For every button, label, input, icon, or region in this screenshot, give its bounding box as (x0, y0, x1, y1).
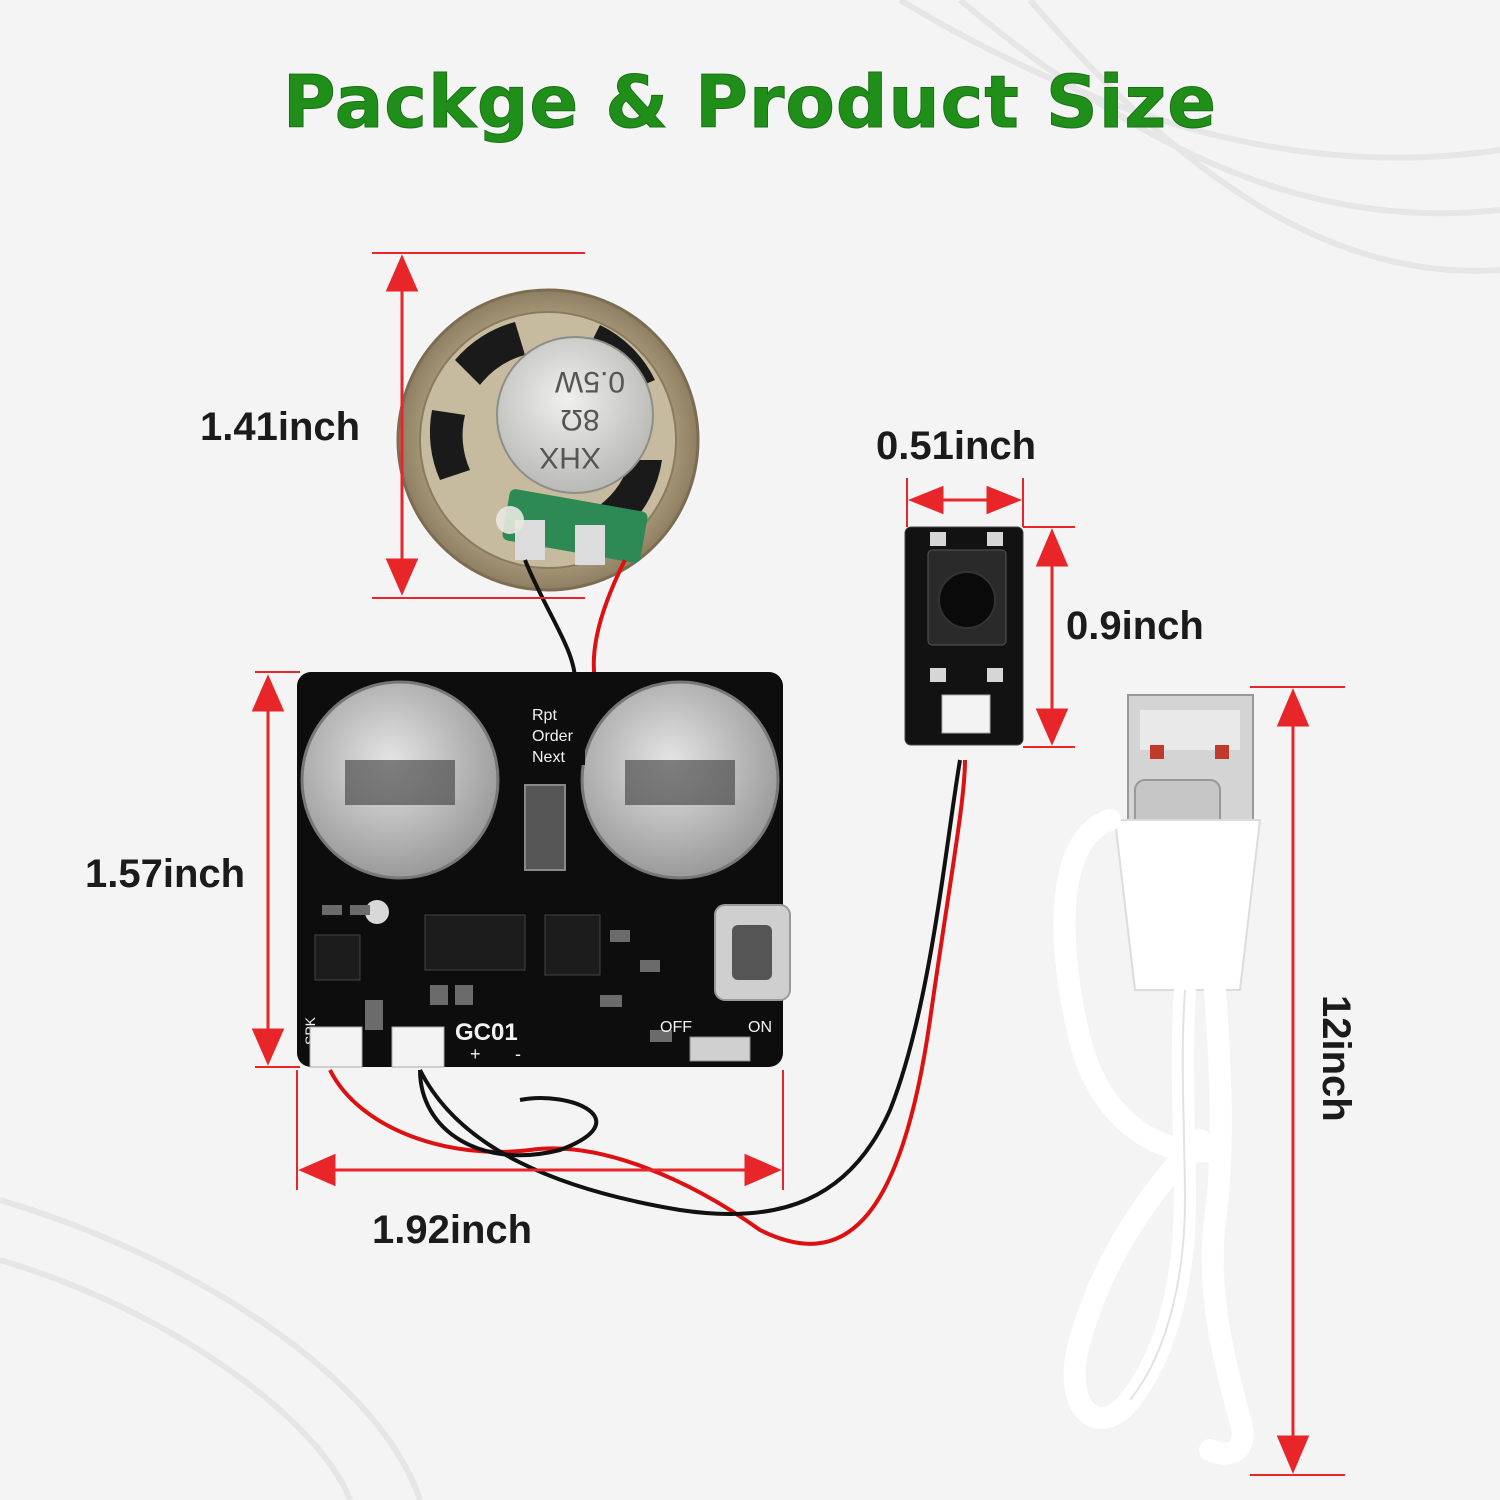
board-label-order: Order (532, 728, 574, 745)
board-label-minus: - (515, 1044, 521, 1064)
push-button-module (904, 526, 1024, 746)
chip (544, 914, 601, 976)
board-label-rpt: Rpt (532, 707, 557, 724)
dimension-speaker-height: 1.41inch (200, 405, 361, 449)
speaker-label-brand: XHX (539, 441, 601, 474)
board-label-model: GC01 (455, 1019, 518, 1046)
button-wires (328, 759, 967, 1246)
usb-cable (1053, 694, 1262, 1465)
speaker-label-ohm: 8Ω (560, 403, 599, 436)
speaker-wires (523, 559, 627, 681)
push-button-cap (938, 571, 996, 629)
pcb-board: Rpt Order Next GC01 + - SPK OFF ON (297, 672, 791, 1068)
board-label-on: ON (748, 1019, 772, 1036)
dimension-arrows (251, 252, 1345, 1476)
button-module-connector (941, 694, 991, 734)
dimension-cable-length: 12inch (1314, 995, 1358, 1122)
chip (424, 914, 526, 971)
button-connector (391, 1026, 445, 1068)
dimension-button-height: 0.9inch (1066, 604, 1204, 648)
potentiometer (365, 900, 389, 924)
dimension-board-height: 1.57inch (85, 852, 246, 896)
speaker-slot (455, 322, 525, 385)
chip (314, 934, 361, 981)
page-title: Packge & Product Size (282, 60, 1218, 145)
board-label-next: Next (532, 749, 565, 766)
mode-switch (524, 784, 566, 871)
speaker-slot (429, 410, 470, 480)
speaker-magnet-cap (496, 336, 654, 494)
speaker-label-power: 0.5W (554, 365, 625, 398)
board-label-off: OFF (660, 1019, 692, 1036)
board-label-plus: + (470, 1044, 481, 1064)
speaker: 0.5W 8Ω XHX (396, 288, 700, 592)
power-switch (689, 1036, 751, 1062)
dimension-button-width: 0.51inch (876, 424, 1037, 468)
dimension-board-width: 1.92inch (372, 1208, 533, 1252)
speaker-connector (309, 1026, 363, 1068)
speaker-led (496, 506, 524, 534)
